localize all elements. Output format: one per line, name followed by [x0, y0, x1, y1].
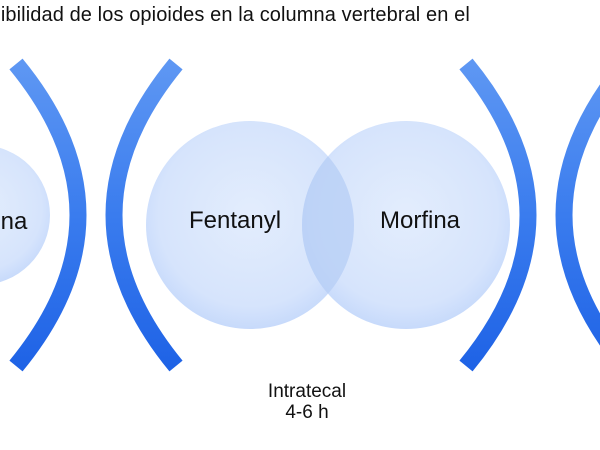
- caption-route: Intratecal: [267, 381, 347, 402]
- label-left-circle: na: [0, 208, 28, 235]
- circle-fentanyl: [146, 121, 354, 329]
- arc-right-1: [459, 58, 537, 372]
- circle-morfina: [302, 121, 510, 329]
- diagram-title: Disponibilidad de los opioides en la col…: [0, 4, 470, 26]
- label-fentanyl: Fentanyl: [188, 207, 282, 234]
- arc-left-1: [9, 58, 87, 372]
- caption-duration: 4-6 h: [285, 402, 329, 423]
- arc-left-2: [105, 58, 183, 372]
- circle-left-morfina: [0, 147, 50, 283]
- arc-right-2: [555, 84, 600, 346]
- label-morfina: Morfina: [379, 207, 461, 234]
- caption: Intratecal 4-6 h: [268, 381, 346, 423]
